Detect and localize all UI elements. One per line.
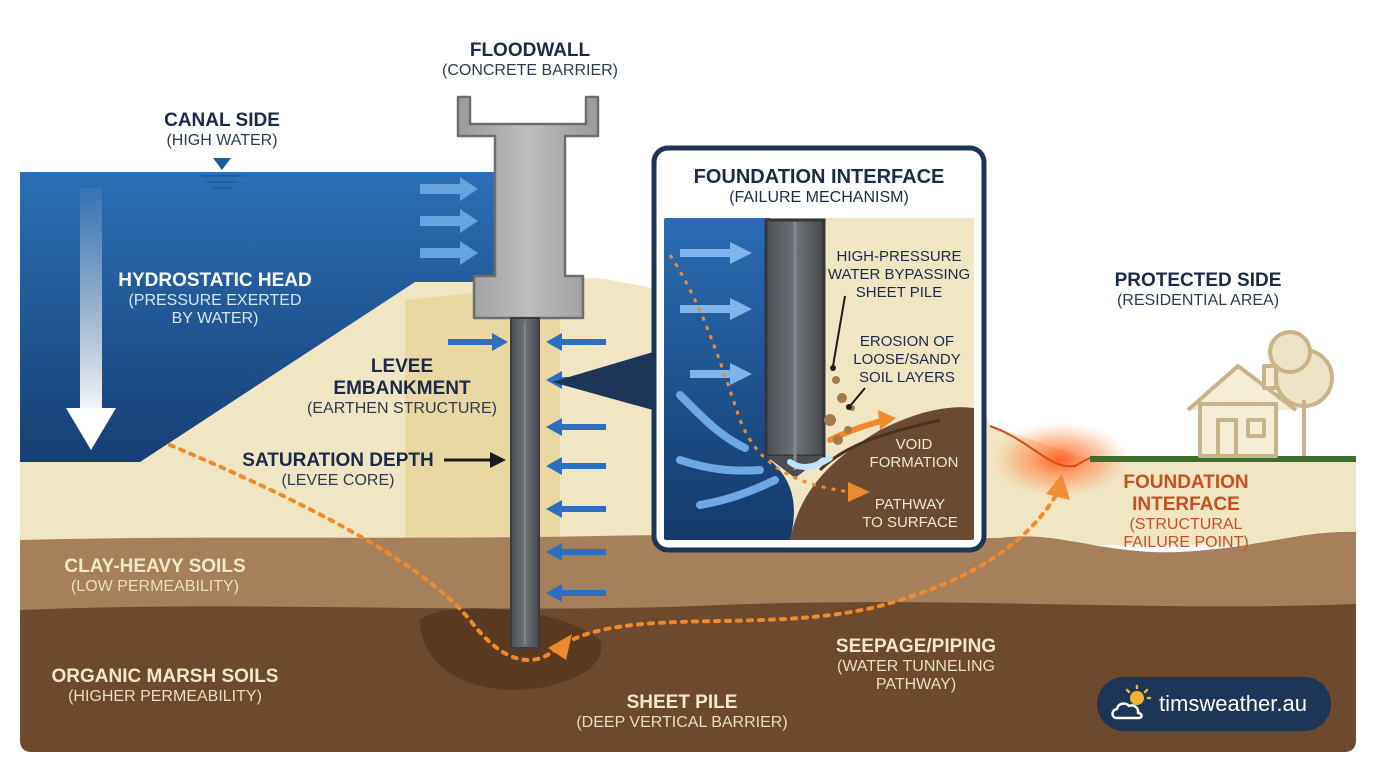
floodwall-label: FLOODWALL (CONCRETE BARRIER) (442, 40, 618, 80)
inset-erosion-line-2: LOOSE/SANDY (853, 351, 961, 368)
seepage-subtitle-2: PATHWAY) (875, 676, 957, 694)
canal-water (20, 172, 498, 462)
hydrostatic-title: HYDROSTATIC HEAD (118, 270, 312, 291)
water-surface-icon (213, 158, 231, 170)
inset-erosion-line-1: EROSION OF (859, 333, 955, 350)
floodwall (456, 95, 600, 320)
inset-pathway-line-1: PATHWAY (874, 496, 946, 513)
clay-title: CLAY-HEAVY SOILS (64, 556, 246, 577)
inset-void-line-2: FORMATION (869, 454, 959, 471)
marsh-depression (420, 608, 602, 690)
sheet-pile-title: SHEET PILE (626, 692, 738, 713)
clay-label: CLAY-HEAVY SOILS (LOW PERMEABILITY) (64, 556, 245, 596)
pressure-arrows (420, 177, 478, 265)
clay-subtitle: (LOW PERMEABILITY) (70, 577, 240, 595)
grass (1090, 456, 1356, 462)
clay-layer (20, 531, 1356, 620)
saturation-subtitle: (LEVEE CORE) (281, 471, 395, 489)
foundation-subtitle-1: (STRUCTURAL (1129, 515, 1243, 533)
inset-void-line-1: VOID (895, 436, 933, 453)
levee-label: LEVEE EMBANKMENT (EARTHEN STRUCTURE) (307, 356, 497, 418)
protected-side-subtitle: (RESIDENTIAL AREA) (1116, 291, 1280, 309)
saturation-title: SATURATION DEPTH (242, 450, 434, 471)
canal-side-title: CANAL SIDE (164, 110, 280, 131)
organic-subtitle: (HIGHER PERMEABILITY) (68, 687, 262, 705)
organic-title: ORGANIC MARSH SOILS (51, 666, 279, 687)
saturation-arrow-icon (490, 452, 506, 468)
inset-bypass-label: HIGH-PRESSURE WATER BYPASSING SHEET PILE (828, 248, 970, 302)
protected-side-title: PROTECTED SIDE (1114, 270, 1282, 291)
foundation-subtitle-2: FAILURE POINT) (1123, 534, 1249, 552)
failure-glow (990, 422, 1130, 498)
seepage-path (168, 443, 557, 662)
sheet-pile-subtitle: (DEEP VERTICAL BARRIER) (576, 713, 788, 731)
canal-side-subtitle: (HIGH WATER) (166, 131, 278, 149)
levee-title-2: EMBANKMENT (333, 377, 471, 399)
foundation-title-1: FOUNDATION (1123, 472, 1249, 493)
seepage-label: SEEPAGE/PIPING (WATER TUNNELING PATHWAY) (836, 636, 996, 695)
hydrostatic-label: HYDROSTATIC HEAD (PRESSURE EXERTED BY WA… (118, 270, 312, 329)
inset-bypass-line-1: HIGH-PRESSURE (836, 248, 962, 265)
seepage-subtitle-1: (WATER TUNNELING (837, 657, 995, 675)
inset-erosion-label: EROSION OF LOOSE/SANDY SOIL LAYERS (853, 333, 961, 387)
floodwall-title: FLOODWALL (469, 40, 591, 61)
inset-erosion-line-3: SOIL LAYERS (859, 369, 955, 386)
hydrostatic-arrow-icon (66, 408, 116, 450)
brand-badge-text: timsweather.au (1159, 691, 1307, 716)
levee-subtitle: (EARTHEN STRUCTURE) (307, 399, 497, 417)
hydrostatic-subtitle-2: BY WATER) (171, 310, 259, 328)
saturation-label: SATURATION DEPTH (LEVEE CORE) (242, 450, 433, 490)
seepage-title: SEEPAGE/PIPING (835, 636, 997, 657)
inset-void-label: VOID FORMATION (870, 436, 959, 472)
brand-badge: timsweather.au (1097, 677, 1331, 731)
floodwall-subtitle: (CONCRETE BARRIER) (441, 61, 619, 79)
foundation-title-2: INTERFACE (1132, 493, 1240, 515)
inset-title-block: FOUNDATION INTERFACE (FAILURE MECHANISM) (694, 166, 945, 207)
inset-pathway-label: PATHWAY TO SURFACE (862, 496, 958, 532)
callout-pointer (552, 350, 660, 412)
organic-label: ORGANIC MARSH SOILS (HIGHER PERMEABILITY… (52, 666, 279, 706)
sheet-pile-label: SHEET PILE (DEEP VERTICAL BARRIER) (576, 692, 787, 732)
canal-side-label: CANAL SIDE (HIGH WATER) (164, 110, 280, 150)
house-icon (1186, 330, 1334, 458)
seepage-arrow-icon (548, 634, 572, 660)
inset-pathway-line-2: TO SURFACE (862, 514, 958, 531)
pile-pressure-arrows (448, 333, 606, 602)
hydrostatic-subtitle-1: (PRESSURE EXERTED (128, 291, 302, 309)
inset-pathway-arrow-icon (848, 482, 870, 502)
inset-bypass-line-2: WATER BYPASSING (827, 266, 971, 283)
foundation-interface-label: FOUNDATION INTERFACE (STRUCTURAL FAILURE… (1123, 472, 1248, 552)
weather-icon (1111, 684, 1152, 720)
inset-title: FOUNDATION INTERFACE (693, 166, 945, 188)
inset-soil (790, 407, 974, 540)
inset-subtitle: (FAILURE MECHANISM) (729, 189, 909, 206)
inset-bypass-line-3: SHEET PILE (855, 284, 943, 301)
marsh-layer (20, 602, 1356, 752)
levee-title-1: LEVEE (370, 356, 434, 377)
protected-side-label: PROTECTED SIDE (RESIDENTIAL AREA) (1115, 270, 1282, 310)
